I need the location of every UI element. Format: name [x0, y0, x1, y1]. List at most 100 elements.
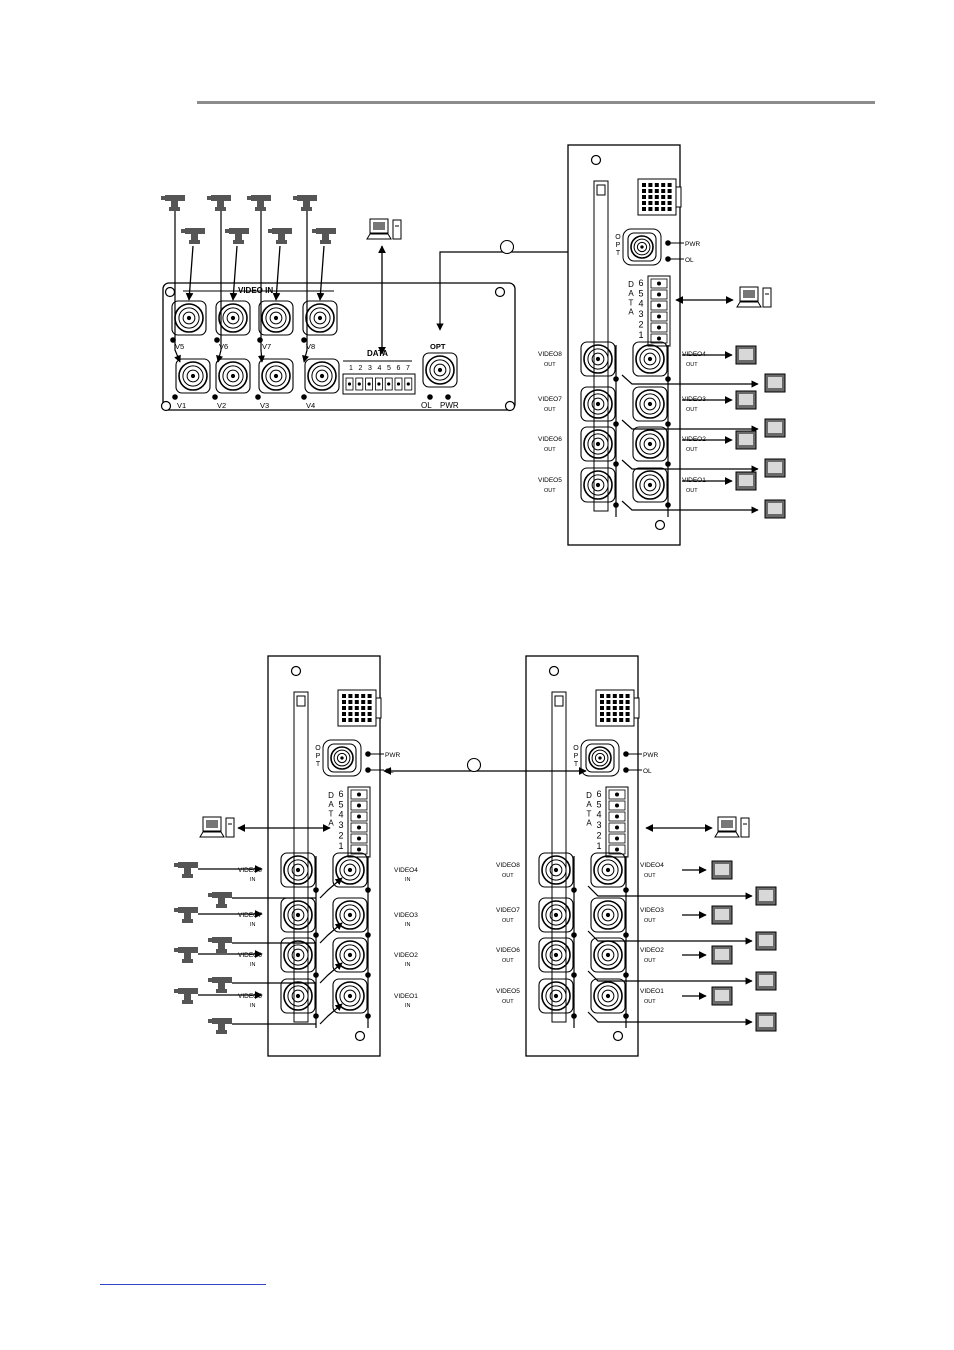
data-title: DATA [367, 349, 388, 358]
svg-text:6: 6 [596, 789, 601, 799]
signal-arrow [316, 245, 325, 301]
opt-label: OPT [430, 342, 446, 351]
video-sub-label: IN [405, 962, 411, 968]
bnc-connector-icon [585, 743, 615, 773]
bnc-connector-icon [627, 232, 657, 262]
pwr-label: PWR [643, 752, 658, 759]
data-pin-label: 7 [406, 365, 410, 372]
video-output-label: VIDEO7 [538, 396, 562, 403]
header-rule [197, 101, 875, 104]
svg-text:A: A [586, 819, 592, 828]
bnc-connector-icon [332, 978, 368, 1014]
mounting-hole [654, 519, 666, 531]
junction-dot [301, 394, 307, 400]
mounting-hole [548, 665, 560, 677]
signal-arrow [216, 211, 224, 363]
multi-pin-connector [595, 689, 640, 727]
svg-text:D: D [328, 791, 334, 800]
monitor-icon [711, 905, 733, 925]
data-pin-label: 5 [387, 365, 391, 372]
camera-icon [208, 1018, 232, 1034]
camera-icon [225, 228, 249, 244]
monitor-icon [735, 390, 757, 410]
fiber-link [436, 248, 613, 331]
video-sub-label: OUT [686, 488, 698, 494]
svg-text:3: 3 [338, 820, 343, 830]
optical-port [322, 739, 362, 777]
signal-arrow [587, 970, 753, 985]
mounting-hole [160, 400, 172, 412]
video-sub-label: OUT [502, 958, 514, 964]
ol-label: OL [685, 257, 694, 264]
camera-icon [207, 195, 231, 211]
footer-link[interactable] [100, 1284, 266, 1285]
video-output-label: VIDEO6 [538, 436, 562, 443]
bnc-connector-icon [632, 386, 668, 422]
monitor-icon [735, 430, 757, 450]
mounting-hole [494, 286, 506, 298]
svg-text:6: 6 [338, 789, 343, 799]
camera-icon [208, 892, 232, 908]
bnc-connector-icon [580, 341, 616, 377]
svg-text:T: T [616, 250, 621, 257]
camera-icon [247, 195, 271, 211]
bnc-connector-icon [258, 300, 294, 336]
svg-text:T: T [629, 298, 634, 307]
opt-label: OPT [615, 234, 621, 257]
bnc-connector-icon [171, 300, 207, 336]
svg-text:T: T [329, 809, 334, 818]
video-output-label: VIDEO8 [496, 862, 520, 869]
camera-icon [208, 937, 232, 953]
video-sub-label: IN [405, 877, 411, 883]
svg-text:3: 3 [638, 309, 643, 319]
svg-text:T: T [574, 761, 579, 768]
bnc-connector-icon [580, 467, 616, 503]
svg-text:2: 2 [338, 830, 343, 840]
video-sub-label: OUT [544, 407, 556, 413]
data-terminal-block [347, 786, 371, 858]
svg-text:4: 4 [638, 299, 643, 309]
pwr-label: PWR [440, 401, 459, 410]
optical-port [622, 228, 662, 266]
bnc-connector-icon [538, 897, 574, 933]
video-sub-label: IN [405, 1003, 411, 1009]
signal-arrow [229, 245, 238, 301]
monitor-icon [711, 945, 733, 965]
camera-icon [174, 907, 198, 923]
input-label-top: V8 [306, 342, 315, 351]
svg-text:4: 4 [338, 810, 343, 820]
camera-icon [161, 195, 185, 211]
video-sub-label: IN [250, 962, 256, 968]
video-sub-label: IN [250, 922, 256, 928]
svg-text:A: A [628, 308, 634, 317]
bnc-connector-icon [327, 743, 357, 773]
data-pin-label: 1 [349, 365, 353, 372]
monitor-icon [735, 471, 757, 491]
signal-arrow [587, 930, 753, 945]
svg-text:A: A [586, 800, 592, 809]
camera-icon [174, 988, 198, 1004]
svg-text:O: O [573, 745, 579, 752]
bnc-connector-icon [280, 852, 316, 888]
bnc-connector-icon [538, 852, 574, 888]
signal-arrow [319, 877, 343, 899]
input-label-bottom: V1 [177, 401, 186, 410]
svg-text:A: A [328, 800, 334, 809]
svg-text:3: 3 [596, 820, 601, 830]
ol-label: OL [421, 401, 432, 410]
bnc-connector-icon [538, 937, 574, 973]
bnc-connector-icon [332, 937, 368, 973]
junction-dot [214, 337, 220, 343]
svg-text:P: P [574, 753, 579, 760]
computer-icon [736, 286, 772, 308]
input-label-top: V5 [175, 342, 184, 351]
svg-text:P: P [316, 753, 321, 760]
signal-arrow [621, 500, 759, 514]
camera-icon [174, 862, 198, 878]
bnc-connector-icon [215, 300, 251, 336]
input-label-top: V6 [219, 342, 228, 351]
data-terminal-block [647, 275, 671, 347]
video-output-label: VIDEO1 [640, 988, 664, 995]
signal-arrow [621, 419, 759, 433]
